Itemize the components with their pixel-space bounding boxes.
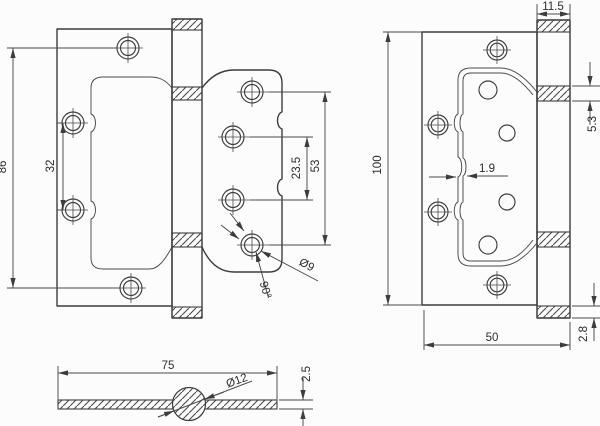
top-view: 75 Ø12 2.5: [57, 360, 313, 426]
screw-hole: [483, 36, 511, 64]
dim-leaf-width: 50: [423, 310, 571, 350]
countersink-annotation: Ø9 90°: [220, 212, 319, 300]
dim-label-75: 75: [162, 360, 175, 372]
dim-knuckle-bottom-offset: 2.8: [572, 283, 600, 342]
dim-plate-thickness: 2.5: [279, 366, 313, 426]
outer-leaf-outline: [56, 28, 173, 307]
pin-section: [171, 386, 207, 422]
dim-outer-hole-spacing: 86: [0, 47, 120, 289]
dim-label-86: 86: [0, 161, 9, 174]
dim-leaf-height: 100: [372, 31, 422, 306]
dim-label-5-3: 5.3: [587, 116, 599, 132]
side-view: 11.5 100 5.3 1.9 50: [372, 1, 600, 350]
knuckle-column: [171, 18, 203, 319]
dim-knuckle-width: 11.5: [536, 1, 571, 21]
screw-hole: [237, 77, 269, 107]
dim-label-11-5: 11.5: [542, 1, 564, 13]
knuckle-section-hatch: [171, 18, 203, 31]
screw-holes-front: [58, 33, 269, 303]
dim-label-23-5: 23.5: [291, 157, 303, 179]
dim-label-32: 32: [45, 160, 57, 173]
knuckle-section-hatch: [171, 232, 203, 248]
screw-hole: [113, 33, 143, 63]
folded-leaf-contour-outer: [453, 67, 538, 267]
outer-leaf-window-contour: [90, 76, 173, 270]
dim-label-53: 53: [310, 160, 322, 173]
inner-leaf-outline: [201, 69, 283, 273]
screw-hole: [218, 122, 250, 152]
screw-holes-side: [424, 36, 516, 299]
knuckle-section-hatch: [171, 86, 203, 101]
dim-knuckle-gap: 5.3: [572, 62, 600, 132]
dim-label-2-5: 2.5: [301, 366, 313, 382]
screw-hole: [424, 111, 452, 139]
knuckle-section-hatch: [171, 306, 203, 319]
front-view: 86 32 23.5 53 Ø9 90: [0, 18, 331, 319]
dim-right-hole-spacing-outer: 53: [269, 91, 331, 246]
dim-label-50: 50: [486, 332, 499, 344]
screw-hole: [218, 185, 250, 215]
dim-leaf-length: 75: [57, 360, 278, 400]
plate-section-hatch: [57, 399, 278, 410]
screw-hole: [424, 198, 452, 226]
knuckle-section-hatch: [536, 231, 571, 248]
dim-label-2-8: 2.8: [578, 326, 590, 342]
dim-label-1-9: 1.9: [479, 163, 495, 175]
dim-right-hole-spacing-inner: 23.5: [250, 136, 313, 201]
dim-left-hole-spacing: 32: [45, 122, 66, 211]
dim-pin-diameter: Ø12: [157, 372, 253, 418]
back-leaf-hole: [478, 80, 498, 100]
screw-hole: [58, 195, 88, 225]
knuckle-section-hatch: [536, 85, 571, 102]
knuckle-column-side: [536, 19, 571, 319]
dim-sheet-thickness: 1.9: [429, 163, 508, 180]
back-leaf-hole: [478, 235, 498, 255]
dim-label-100: 100: [372, 155, 384, 174]
dim-label-pin-diameter: Ø12: [225, 372, 250, 391]
screw-hole: [116, 273, 146, 303]
folded-leaf-contour-inner: [459, 72, 534, 262]
back-leaf-hole: [498, 193, 516, 211]
knuckle-section-hatch: [536, 305, 571, 319]
dim-label-countersink-angle: 90°: [257, 280, 273, 300]
back-leaf-hole: [498, 124, 516, 142]
screw-hole: [237, 230, 269, 260]
screw-hole: [483, 271, 511, 299]
screw-hole: [58, 108, 88, 138]
knuckle-section-hatch: [536, 19, 571, 33]
